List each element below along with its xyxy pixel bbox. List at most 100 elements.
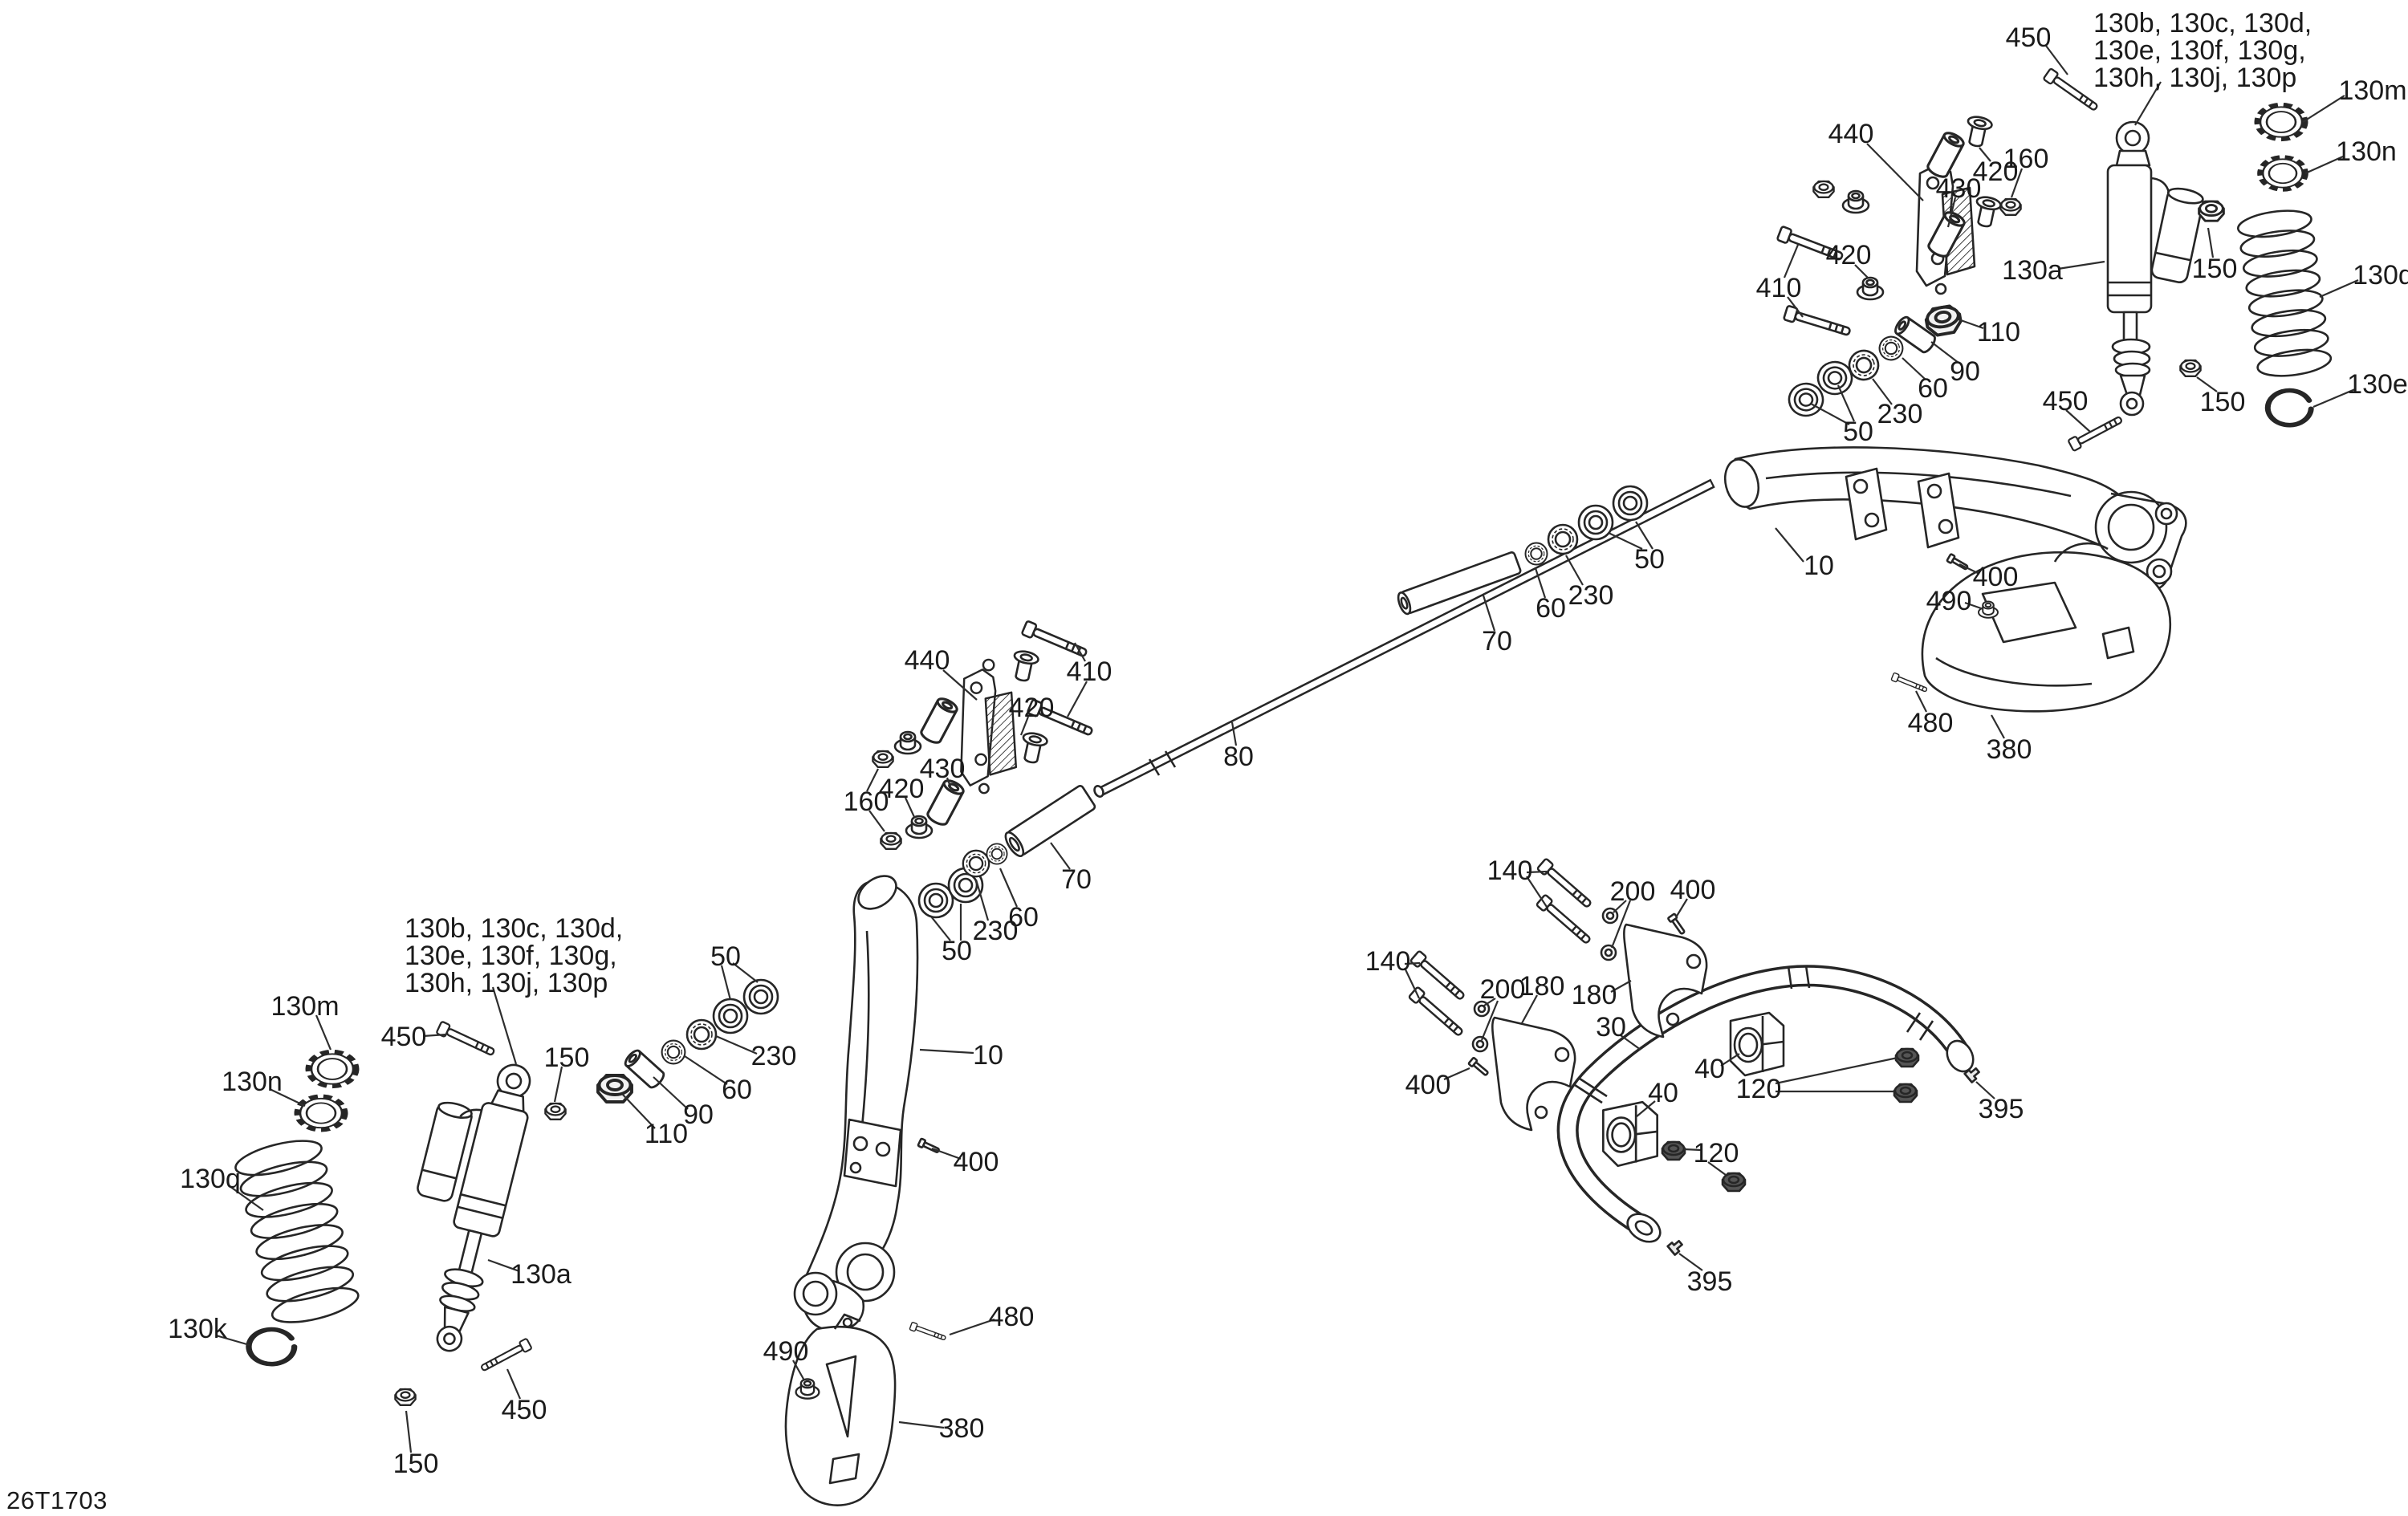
callout-label: 160: [844, 786, 889, 817]
coil-spring-left: [234, 1140, 360, 1323]
callout-label: 80: [1223, 742, 1254, 772]
callout-label: 130h, 130j, 130p: [2093, 63, 2296, 93]
stabilizer-bushing-right: [1729, 1011, 1785, 1077]
callout-label: 50: [710, 941, 741, 972]
callout-label: 10: [1804, 551, 1834, 581]
leader-line: [715, 1034, 758, 1055]
callout-label: 450: [2006, 22, 2052, 53]
leader-line: [1946, 197, 1957, 228]
leader-line: [949, 1318, 995, 1336]
leader-line: [1675, 898, 1688, 918]
leader-line: [1902, 357, 1926, 380]
leader-line: [1810, 403, 1850, 425]
callout-label: 180: [1572, 980, 1617, 1010]
leader-line: [1959, 563, 1980, 575]
callout-label: 130m: [270, 991, 339, 1022]
callout-label: 150: [544, 1043, 590, 1073]
leader-line: [946, 777, 954, 792]
leader-line: [1534, 567, 1547, 599]
callout-label: 60: [1536, 593, 1566, 624]
leader-line: [422, 1033, 447, 1038]
leader-line: [2196, 376, 2218, 392]
spring-clip-right: [2264, 387, 2315, 428]
leader-line: [1443, 1067, 1470, 1081]
callout-label: 130n: [222, 1067, 283, 1097]
callout-label: 480: [1908, 708, 1954, 738]
callout-label: 70: [1482, 626, 1512, 656]
leader-line: [1635, 521, 1653, 550]
tie-rod: [1093, 478, 1715, 798]
leader-line: [2057, 260, 2105, 270]
leader-line: [720, 965, 732, 1001]
callout-label: 420: [1009, 693, 1055, 723]
leader-line: [905, 797, 915, 818]
leader-line: [1872, 378, 1893, 405]
callout-label: 40: [1694, 1054, 1725, 1084]
callout-label: 400: [1405, 1070, 1451, 1100]
guard-left: [784, 1313, 897, 1506]
callout-label: 440: [1828, 119, 1874, 149]
leader-line: [1067, 681, 1088, 717]
callout-label: 30: [1596, 1012, 1626, 1043]
leader-line: [1915, 690, 1927, 713]
leader-line: [732, 962, 759, 983]
callout-label: 10: [973, 1040, 1003, 1071]
leader-line: [491, 986, 518, 1065]
callout-label: 120: [1694, 1138, 1739, 1168]
callout-label: 60: [1918, 373, 1948, 404]
leader-line: [1787, 296, 1804, 318]
callout-label: 130a: [2002, 255, 2063, 286]
callout-label: 50: [1843, 417, 1873, 447]
coil-spring-right: [2236, 209, 2333, 377]
leader-line: [2207, 227, 2215, 258]
leader-line: [2302, 95, 2345, 123]
leader-line: [974, 879, 990, 921]
leader-line: [1404, 961, 1421, 965]
leader-line: [2045, 45, 2068, 75]
leader-line: [1678, 1253, 1703, 1271]
callout-label: 130n: [2336, 136, 2397, 167]
callout-label: 230: [1568, 580, 1614, 611]
leader-line: [1837, 384, 1856, 422]
leader-line: [1635, 1100, 1656, 1118]
callout-label: 430: [1936, 173, 1982, 204]
callout-label: 90: [1950, 356, 1980, 387]
callout-label: 160: [2003, 144, 2049, 174]
diagram-code: 26T1703: [6, 1486, 108, 1514]
callout-label: 400: [1973, 562, 2019, 592]
callout-label: 480: [989, 1302, 1035, 1332]
leader-line: [1991, 714, 2005, 739]
callout-label: 430: [920, 754, 966, 784]
spring-retainer-nuts-left: [297, 1051, 356, 1130]
spacer-tube-upper: [1397, 551, 1522, 616]
spacer-tube-mid: [1004, 785, 1096, 858]
leader-line: [1483, 998, 1496, 1006]
callout-label: 450: [502, 1395, 547, 1425]
callout-label: 200: [1610, 876, 1656, 907]
leader-line: [1854, 264, 1869, 279]
leader-line: [1404, 967, 1420, 999]
callout-label: 380: [939, 1413, 985, 1444]
callout-label: 40: [1648, 1078, 1678, 1108]
callout-label: 130h, 130j, 130p: [405, 968, 608, 998]
leader-line: [1720, 1053, 1740, 1067]
callout-label: 450: [2043, 386, 2089, 417]
spring-clip-left: [246, 1327, 297, 1367]
callout-label: 420: [1826, 240, 1872, 270]
leader-line: [653, 1076, 689, 1110]
callout-label: 130a: [510, 1259, 571, 1290]
trailing-arm-upper: [1723, 446, 2187, 592]
callout-label: 130m: [2338, 75, 2406, 106]
stabilizer-bushing-bottom: [1602, 1100, 1659, 1168]
spring-retainer-nuts-right: [2257, 104, 2306, 189]
callout-label: 70: [1061, 864, 1092, 895]
callout-label: 90: [683, 1099, 714, 1130]
leader-line: [2319, 278, 2359, 299]
callout-label: 420: [1973, 156, 2019, 187]
shock-absorber-right: [2106, 120, 2204, 417]
callout-label: 110: [645, 1119, 688, 1149]
leader-line: [1521, 994, 1538, 1024]
leader-line: [866, 768, 879, 792]
